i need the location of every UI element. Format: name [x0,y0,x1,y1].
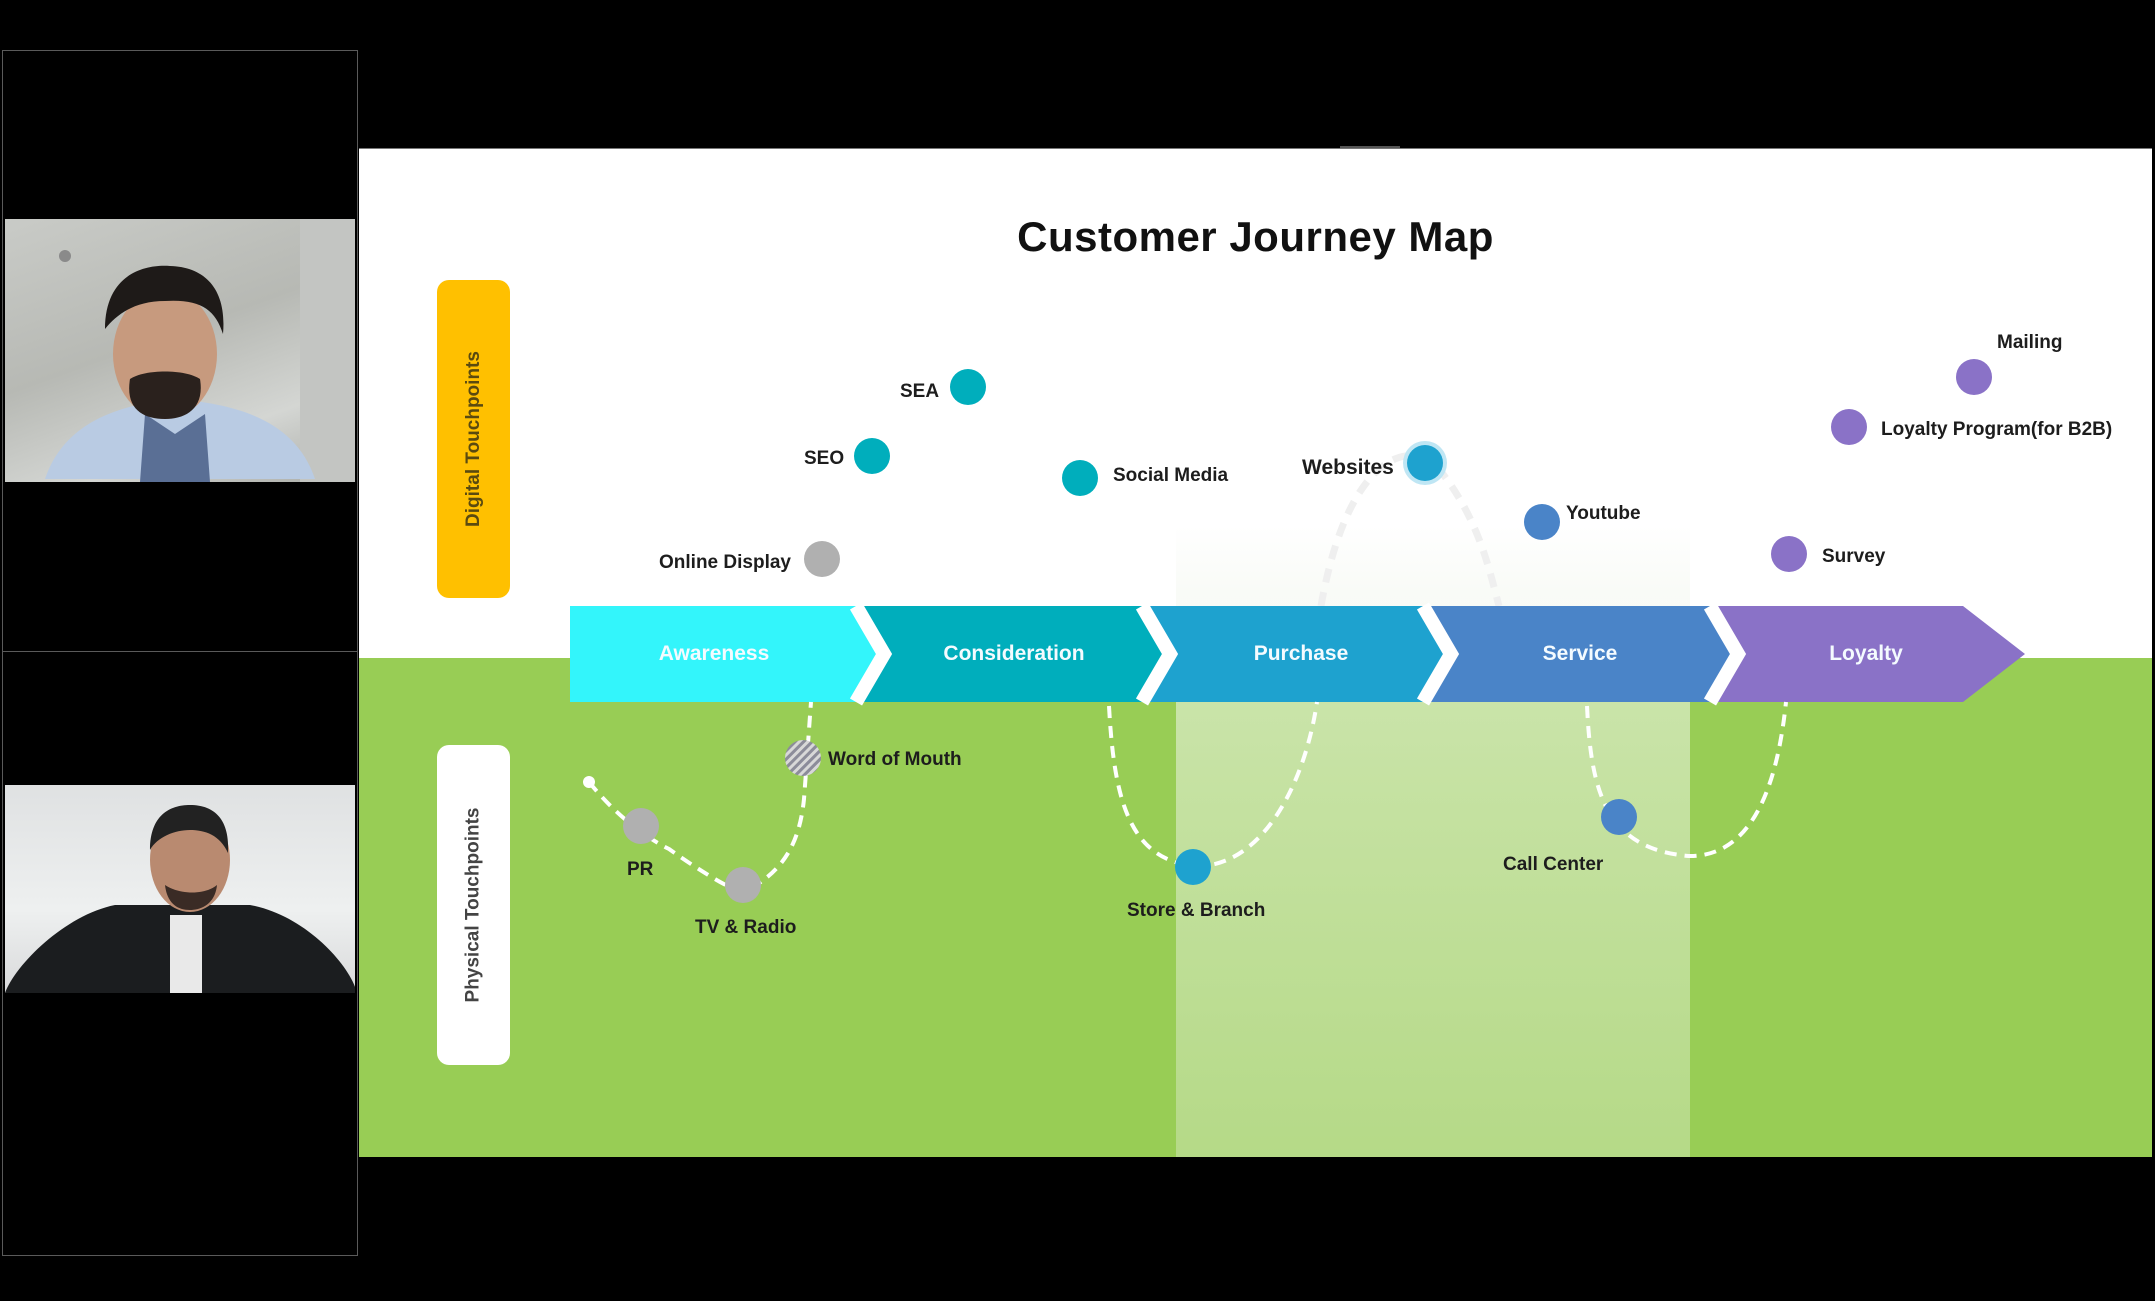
physical-path-awareness [587,701,813,895]
label-survey: Survey [1822,546,1886,567]
stage-awareness: Awareness [658,642,770,665]
person-silhouette-1 [45,219,355,482]
dot-pr [623,808,659,844]
dot-mailing [1956,359,1992,395]
dot-seo [854,438,890,474]
physical-touchpoints-label: Physical Touchpoints [437,745,510,1065]
label-youtube: Youtube [1566,503,1641,524]
label-tv-radio: TV & Radio [695,917,797,938]
label-word-of-mouth: Word of Mouth [828,749,962,770]
dot-word-of-mouth [785,740,821,776]
stage-chevron-consideration [859,606,1173,702]
dot-websites [1407,445,1443,481]
label-sea: SEA [900,381,940,402]
participant-video-1 [5,219,355,482]
physical-path-service [1585,701,1788,859]
label-websites: Websites [1302,456,1394,479]
shared-slide: Customer Journey Map Digital Touchpoints… [359,148,2152,1157]
label-pr: PR [627,859,654,880]
physical-path-purchase [1107,701,1319,869]
digital-path-arc [1317,452,1503,607]
dot-call-center [1601,799,1637,835]
dot-tv-radio [725,867,761,903]
label-store-branch: Store & Branch [1127,900,1266,921]
stage-loyalty: Loyalty [1829,642,1903,665]
dot-youtube [1524,504,1560,540]
path-start-dot [583,776,595,788]
dot-survey [1771,536,1807,572]
digital-touchpoints-label: Digital Touchpoints [437,280,510,598]
label-online-display: Online Display [659,552,791,573]
journey-graphic [570,359,2025,903]
person-silhouette-2 [5,805,355,993]
dot-online-display [804,541,840,577]
label-call-center: Call Center [1503,854,1604,875]
participant-tile-1[interactable] [2,50,358,652]
stage-chevron-service [1424,606,1740,702]
stage-chevron-loyalty [1711,606,2025,702]
label-mailing: Mailing [1997,332,2063,353]
stage-chevron-purchase [1145,606,1460,702]
dot-social-media [1062,460,1098,496]
label-loyalty-program: Loyalty Program(for B2B) [1881,419,2113,440]
participant-video-2 [5,785,355,993]
dot-sea [950,369,986,405]
label-seo: SEO [804,448,845,469]
dot-loyalty-program [1831,409,1867,445]
stage-service: Service [1542,642,1618,665]
stage-chevron-awareness [570,606,887,702]
participant-tile-2[interactable] [2,651,358,1256]
slide-title: Customer Journey Map [1017,213,1494,260]
dot-store-branch [1175,849,1211,885]
stage-consideration: Consideration [943,642,1085,665]
label-social-media: Social Media [1113,465,1229,486]
stage-purchase: Purchase [1253,642,1349,665]
